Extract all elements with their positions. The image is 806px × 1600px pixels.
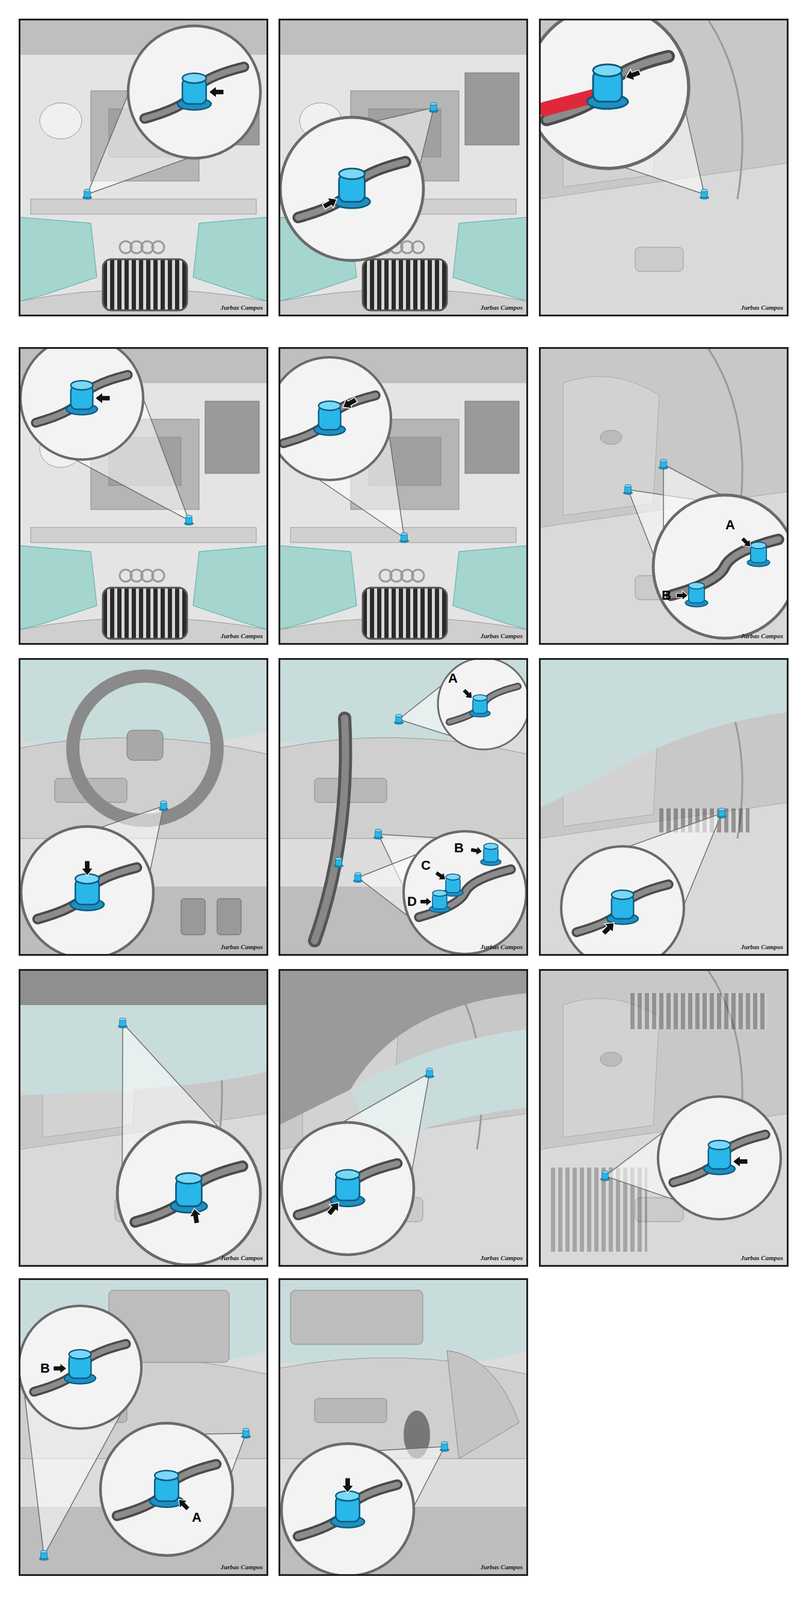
callout-letter: B (661, 588, 672, 603)
engine-bay-panel (18, 18, 269, 317)
watermark: Jurbas Campos (479, 1563, 523, 1572)
watermark: Jurbas Campos (479, 943, 523, 951)
watermark: Jurbas Campos (479, 632, 523, 640)
engine-bay-panel (278, 18, 529, 317)
watermark: Jurbas Campos (479, 303, 523, 312)
trunk-panel (538, 347, 797, 645)
c-pillar-panel (538, 658, 789, 970)
engine-bay-panel (268, 347, 529, 645)
callout-letter: A (191, 1510, 202, 1525)
callout-letter: B (40, 1361, 50, 1376)
callout-letter: A (725, 518, 736, 532)
watermark: Jurbas Campos (740, 1254, 784, 1262)
callout-letter: B (454, 841, 464, 855)
watermark: Jurbas Campos (220, 632, 263, 640)
watermark: Jurbas Campos (479, 1254, 523, 1262)
watermark: Jurbas Campos (740, 303, 784, 312)
watermark: Jurbas Campos (220, 943, 263, 951)
dashboard-panel (18, 658, 269, 959)
engine-bay-panel (18, 336, 269, 645)
callout-letter: C (421, 858, 431, 873)
watermark: Jurbas Campos (220, 303, 263, 312)
trunk-panel (538, 969, 789, 1267)
callout-letter: D (407, 895, 417, 909)
dashboard-panel (18, 1278, 269, 1576)
roof-panel (18, 969, 269, 1267)
footwell-panel (278, 658, 530, 956)
trunk-panel (526, 6, 789, 317)
c-pillar-panel (278, 969, 529, 1267)
watermark: Jurbas Campos (220, 1254, 263, 1262)
watermark: Jurbas Campos (740, 943, 784, 951)
console-panel (278, 1278, 529, 1576)
watermark: Jurbas Campos (740, 632, 784, 640)
callout-letter: A (448, 671, 458, 686)
watermark: Jurbas Campos (220, 1563, 263, 1572)
